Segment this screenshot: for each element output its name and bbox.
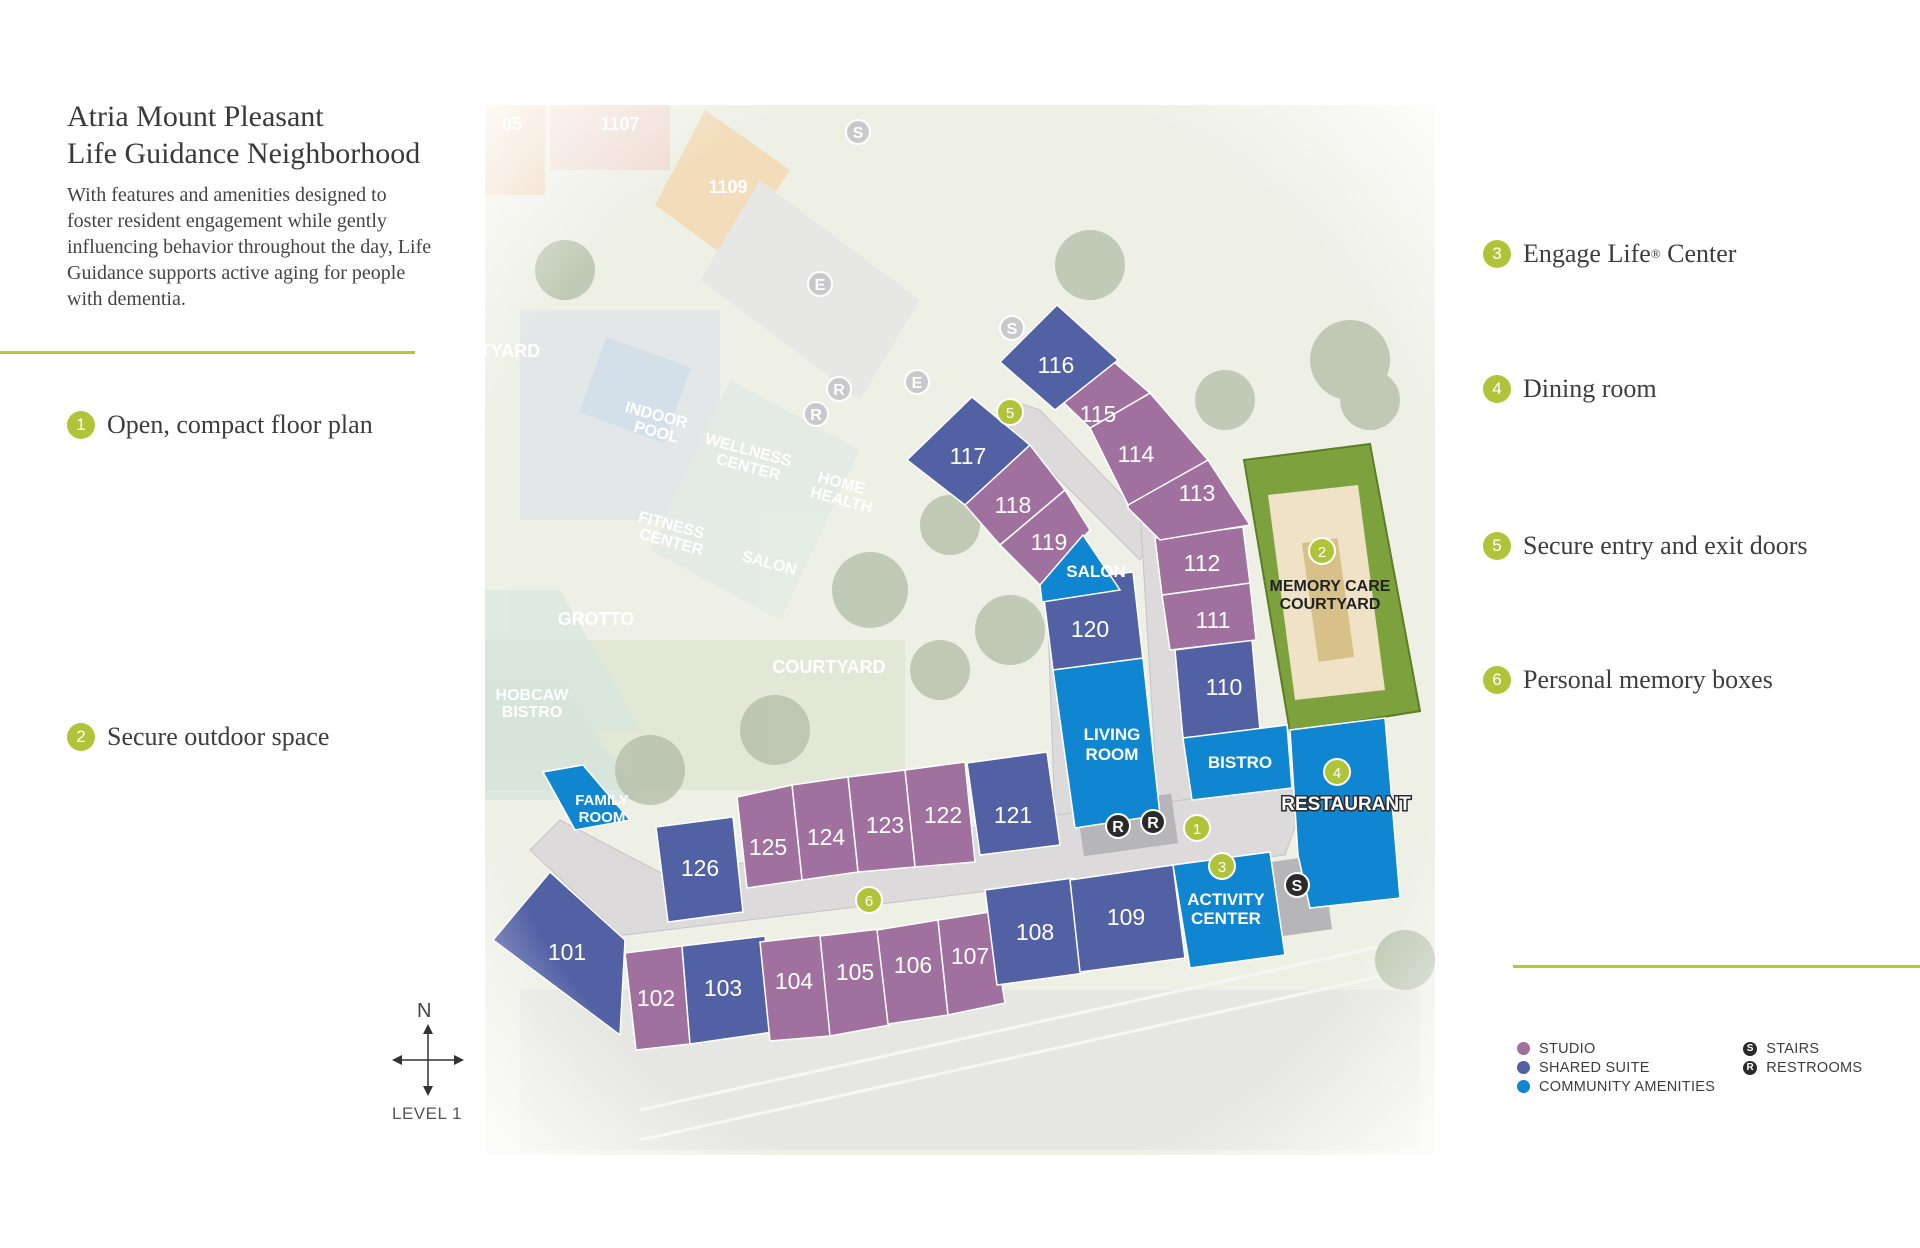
title-line-2: Life Guidance Neighborhood bbox=[67, 137, 421, 170]
legend-restrooms: R RESTROOMS bbox=[1743, 1058, 1862, 1077]
legend-community: COMMUNITY AMENITIES bbox=[1517, 1077, 1715, 1096]
feature-number-badge: 6 bbox=[1483, 666, 1511, 694]
restroom-icon: R bbox=[1743, 1060, 1758, 1075]
feature-number-badge: 2 bbox=[67, 723, 95, 751]
divider-left bbox=[0, 351, 415, 354]
feature-label: Open, compact floor plan bbox=[107, 410, 373, 439]
title-line-1: Atria Mount Pleasant bbox=[67, 100, 324, 133]
legend-studio: STUDIO bbox=[1517, 1039, 1715, 1058]
feature-label: Personal memory boxes bbox=[1523, 665, 1773, 694]
studio-swatch bbox=[1517, 1042, 1530, 1055]
floor-plan-map: 1011021031041051061071081091101111121131… bbox=[480, 105, 1435, 1155]
divider-right bbox=[1513, 965, 1920, 968]
feature-3: 3 Engage Life® Center bbox=[1483, 239, 1736, 269]
level-label: LEVEL 1 bbox=[392, 1104, 462, 1123]
compass-north-label: N bbox=[417, 1000, 432, 1022]
feature-label-suffix: Center bbox=[1660, 239, 1737, 268]
legend-shared-suite: SHARED SUITE bbox=[1517, 1058, 1715, 1077]
feature-number-badge: 3 bbox=[1483, 240, 1511, 268]
community-swatch bbox=[1517, 1080, 1530, 1093]
legend-label: STAIRS bbox=[1766, 1040, 1820, 1057]
feature-1: 1 Open, compact floor plan bbox=[67, 410, 373, 440]
page-title: Atria Mount Pleasant Life Guidance Neigh… bbox=[67, 98, 420, 172]
legend-label: SHARED SUITE bbox=[1539, 1059, 1650, 1076]
shared-suite-swatch bbox=[1517, 1061, 1530, 1074]
compass-arrows-icon bbox=[392, 1024, 464, 1096]
feature-label: Engage Life bbox=[1523, 239, 1651, 268]
legend-stairs: S STAIRS bbox=[1743, 1039, 1862, 1058]
feature-number-badge: 5 bbox=[1483, 532, 1511, 560]
feature-6: 6 Personal memory boxes bbox=[1483, 665, 1773, 695]
compass: N LEVEL 1 bbox=[390, 1000, 466, 1130]
feature-label: Secure entry and exit doors bbox=[1523, 531, 1808, 560]
feature-label: Secure outdoor space bbox=[107, 722, 330, 751]
legend-label: COMMUNITY AMENITIES bbox=[1539, 1078, 1716, 1095]
legend-label: RESTROOMS bbox=[1766, 1059, 1863, 1076]
map-edge-fade bbox=[485, 105, 1435, 1155]
registered-mark: ® bbox=[1650, 246, 1661, 261]
feature-5: 5 Secure entry and exit doors bbox=[1483, 531, 1807, 561]
feature-2: 2 Secure outdoor space bbox=[67, 722, 329, 752]
feature-label: Dining room bbox=[1523, 374, 1657, 403]
stairs-icon: S bbox=[1743, 1041, 1758, 1056]
feature-number-badge: 1 bbox=[67, 411, 95, 439]
legend-col-units: STUDIO SHARED SUITE COMMUNITY AMENITIES bbox=[1517, 1039, 1715, 1096]
feature-number-badge: 4 bbox=[1483, 375, 1511, 403]
legend: STUDIO SHARED SUITE COMMUNITY AMENITIES … bbox=[1517, 1039, 1862, 1096]
feature-4: 4 Dining room bbox=[1483, 374, 1657, 404]
description: With features and amenities designed to … bbox=[67, 184, 432, 310]
legend-label: STUDIO bbox=[1539, 1040, 1596, 1057]
legend-col-symbols: S STAIRS R RESTROOMS bbox=[1743, 1039, 1862, 1096]
